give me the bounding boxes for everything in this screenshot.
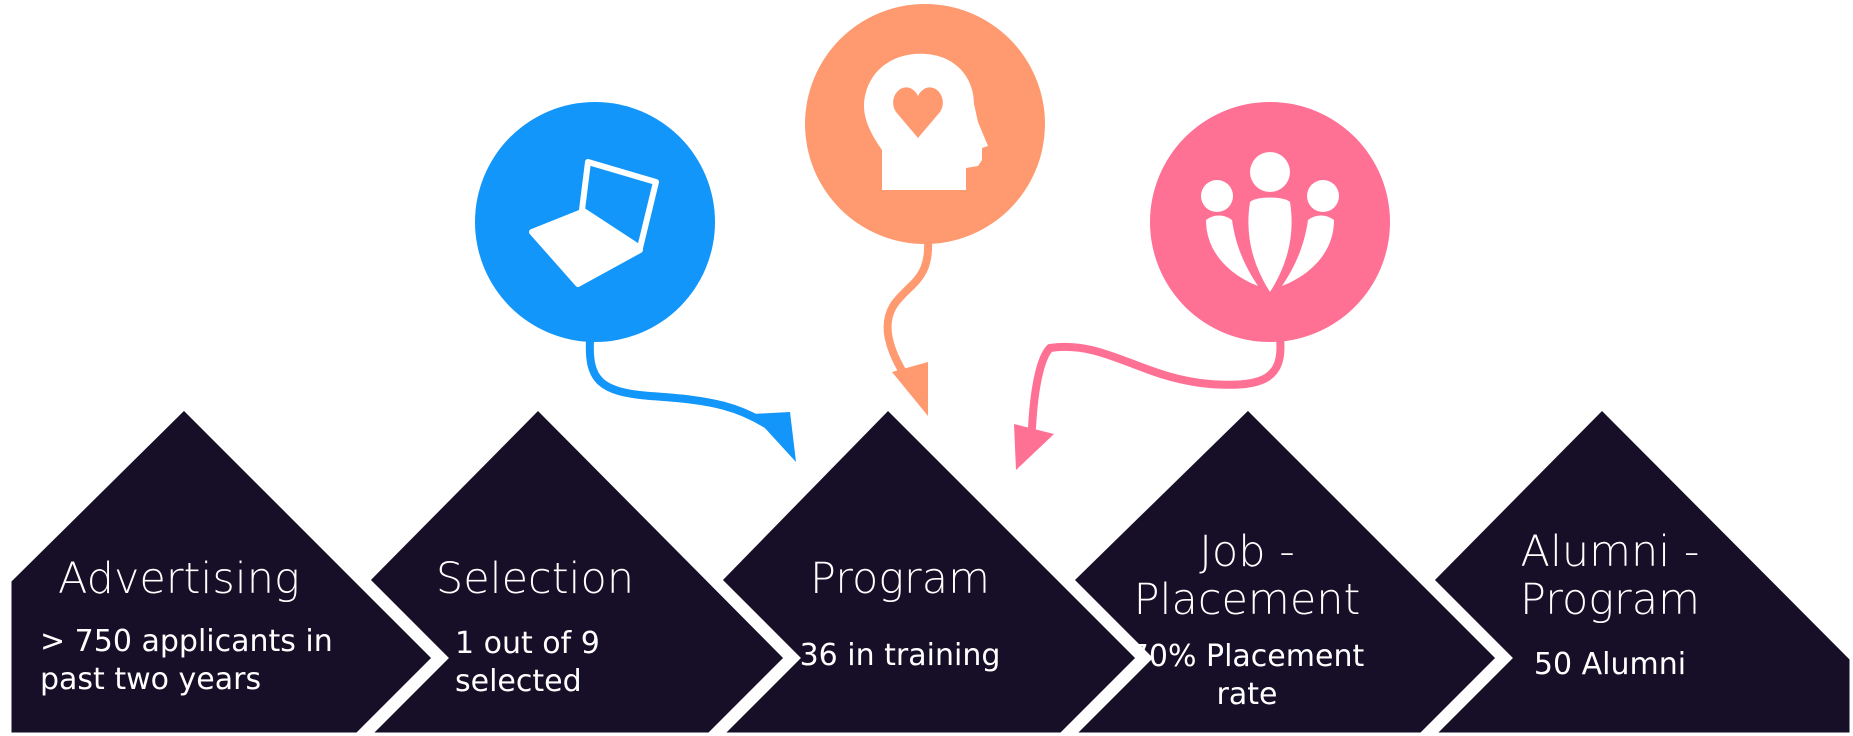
people-group-icon	[1201, 152, 1339, 292]
laptop-badge	[475, 102, 715, 342]
connectors	[585, 236, 1285, 470]
people-badge	[1150, 102, 1390, 342]
step-detail-selection: 1 out of 9 selected	[455, 626, 600, 699]
laptop-icon	[529, 159, 659, 287]
pink-connector-arrow	[1028, 334, 1285, 432]
chevron-block-5	[1425, 401, 1853, 736]
heart-shape	[893, 87, 943, 138]
step-detail-job-placement: 70% Placement rate	[1129, 639, 1365, 712]
step-title-alumni-program: Alumni - Program	[1520, 527, 1700, 625]
step-title-advertising: Advertising	[58, 554, 300, 604]
step-title-program: Program	[810, 554, 990, 604]
chevrons	[4, 401, 1853, 736]
head-badge	[805, 4, 1045, 244]
orange-connector-arrow	[883, 236, 933, 378]
blue-arrowhead	[752, 412, 796, 462]
chevron-block-4	[1065, 401, 1505, 736]
step-detail-program: 36 in training	[799, 638, 1001, 673]
step-detail-alumni-program: 50 Alumni	[1533, 647, 1687, 682]
step-title-job-placement: Job - Placement	[1133, 527, 1361, 625]
step-program: Program 36 in training	[790, 555, 1010, 675]
step-job-placement: Job - Placement 70% Placement rate	[1122, 528, 1372, 714]
blue-connector-arrow	[585, 336, 782, 436]
chevron-block-2	[361, 401, 793, 736]
step-selection: Selection 1 out of 9 selected	[420, 555, 650, 701]
pink-arrowhead	[1014, 424, 1054, 470]
step-advertising: Advertising > 750 applicants in past two…	[40, 555, 400, 699]
chevron-block-1	[4, 401, 441, 736]
chevron-block-3	[713, 401, 1145, 736]
orange-arrowhead	[892, 362, 928, 416]
step-detail-advertising: > 750 applicants in past two years	[40, 624, 333, 697]
step-title-selection: Selection	[435, 554, 635, 604]
step-alumni-program: Alumni - Program 50 Alumni	[1495, 528, 1725, 684]
